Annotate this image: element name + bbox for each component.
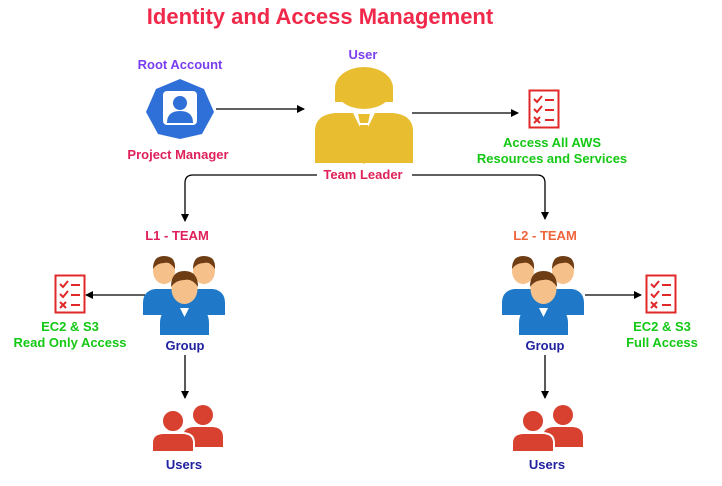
l1-policy-line2: Read Only Access	[13, 335, 127, 350]
l2-users-label: Users	[528, 457, 566, 472]
diagram-title: Identity and Access Management	[146, 4, 494, 29]
access-all-line1: Access All AWS	[502, 135, 602, 150]
team-leader-label: Team Leader	[323, 167, 403, 182]
access-all-line2: Resources and Services	[476, 151, 628, 166]
l1-team-label: L1 - TEAM	[145, 228, 209, 243]
l1-users-label: Users	[165, 457, 203, 472]
user-label: User	[348, 47, 378, 62]
l2-group-label: Group	[525, 338, 565, 353]
project-manager-label: Project Manager	[127, 147, 229, 162]
users-icon	[511, 403, 587, 453]
l2-policy-line2: Full Access	[626, 335, 698, 350]
edge-user-to-l2-team	[412, 174, 549, 220]
l2-policy-line1: EC2 & S3	[633, 319, 691, 334]
l1-group-label: Group	[165, 338, 205, 353]
checklist-icon	[54, 274, 86, 314]
group-icon	[502, 251, 586, 335]
l2-team-label: L2 - TEAM	[513, 228, 577, 243]
iam-identity-icon	[145, 78, 215, 140]
edge-user-to-l1-team	[181, 174, 317, 222]
users-icon	[151, 403, 227, 453]
checklist-icon	[645, 274, 677, 314]
group-icon	[143, 251, 227, 335]
root-account-label: Root Account	[137, 57, 223, 72]
l1-policy-line1: EC2 & S3	[41, 319, 99, 334]
user-icon	[313, 65, 415, 165]
checklist-icon	[528, 89, 560, 129]
